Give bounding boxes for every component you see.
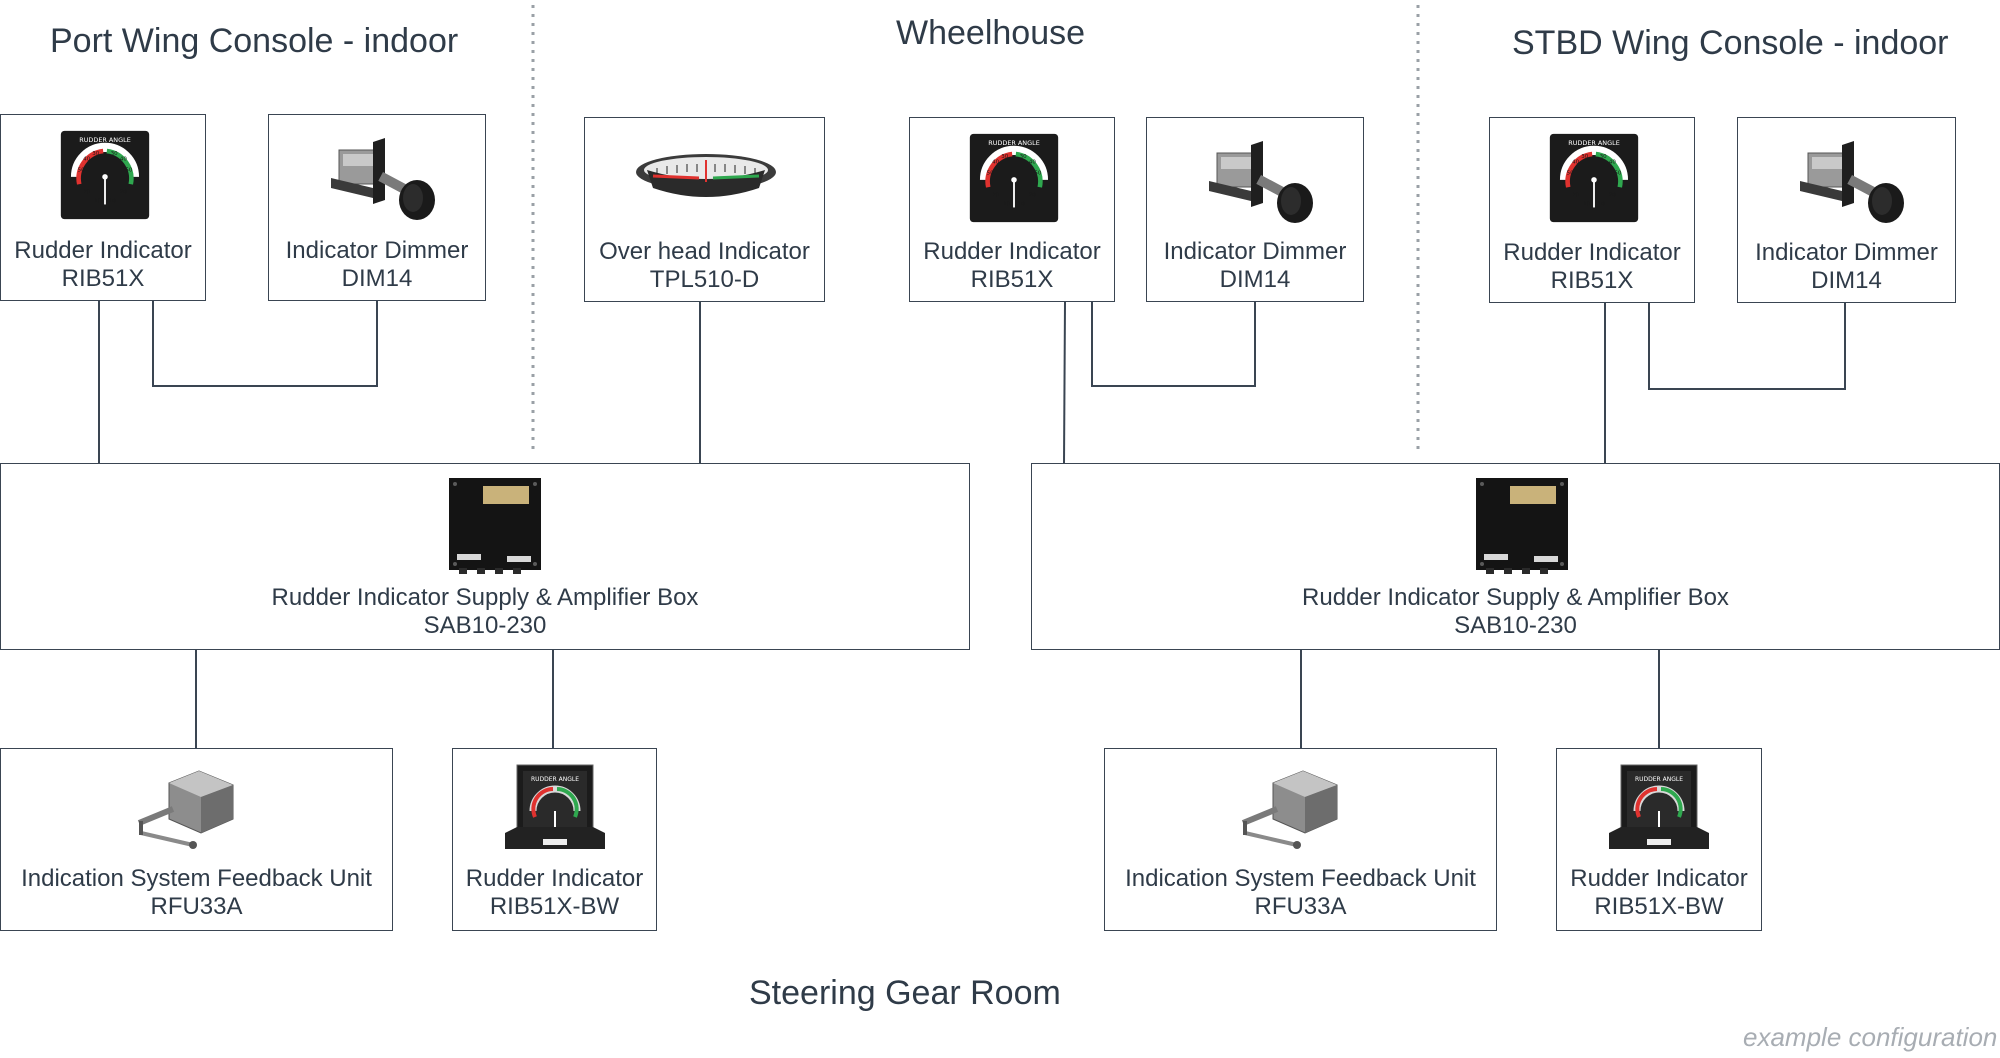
amplifier-box-icon bbox=[1476, 478, 1568, 574]
device-model: DIM14 bbox=[1219, 266, 1291, 293]
wire-port-rib-to-dim bbox=[152, 300, 378, 387]
svg-text:50: 50 bbox=[125, 167, 133, 173]
device-model: RIB51X bbox=[1550, 267, 1634, 294]
device-name: Rudder Indicator bbox=[14, 237, 192, 264]
svg-text:30: 30 bbox=[1600, 154, 1608, 160]
device-name: Indication System Feedback Unit bbox=[1125, 865, 1476, 892]
device-feedback-unit-right[interactable]: Indication System Feedback Unit RFU33A bbox=[1104, 748, 1497, 931]
svg-text:10: 10 bbox=[1598, 202, 1606, 208]
svg-text:10: 10 bbox=[94, 199, 102, 205]
feedback-unit-icon bbox=[137, 770, 234, 849]
device-model: SAB10-230 bbox=[423, 612, 547, 639]
device-supply-amplifier-box-left[interactable]: Rudder Indicator Supply & Amplifier Box … bbox=[0, 463, 970, 650]
overhead-gauge-icon bbox=[636, 154, 776, 197]
device-name: Indicator Dimmer bbox=[285, 237, 469, 264]
device-model: RIB51X-BW bbox=[1594, 893, 1724, 920]
svg-text:RUDDER ANGLE: RUDDER ANGLE bbox=[79, 136, 131, 144]
svg-text:40: 40 bbox=[1572, 159, 1580, 165]
svg-text:30: 30 bbox=[111, 151, 119, 157]
zone-title-steering: Steering Gear Room bbox=[749, 974, 1061, 1012]
device-name: Rudder Indicator bbox=[465, 865, 644, 892]
device-stbd-indicator-dimmer[interactable]: Indicator Dimmer DIM14 bbox=[1737, 117, 1956, 303]
svg-text:RUDDER ANGLE: RUDDER ANGLE bbox=[531, 776, 579, 783]
zone-title-stbd: STBD Wing Console - indoor bbox=[1512, 24, 1949, 62]
device-name: Indication System Feedback Unit bbox=[21, 865, 372, 892]
svg-text:20: 20 bbox=[1029, 192, 1037, 198]
zone-title-port: Port Wing Console - indoor bbox=[50, 22, 459, 60]
device-model: RIB51X bbox=[61, 265, 145, 292]
svg-text:40: 40 bbox=[83, 156, 91, 162]
svg-text:20: 20 bbox=[1572, 192, 1580, 198]
wire-wh-rib-to-sab-right bbox=[1063, 301, 1066, 464]
svg-text:10: 10 bbox=[1003, 202, 1011, 208]
zone-title-wheelhouse: Wheelhouse bbox=[896, 14, 1086, 52]
device-name: Rudder Indicator Supply & Amplifier Box bbox=[271, 584, 699, 611]
svg-text:20: 20 bbox=[1609, 192, 1617, 198]
svg-text:RUDDER ANGLE: RUDDER ANGLE bbox=[988, 139, 1040, 147]
svg-text:30: 30 bbox=[92, 151, 100, 157]
svg-text:40: 40 bbox=[120, 156, 128, 162]
dimmer-knob-icon bbox=[1209, 141, 1313, 223]
device-wheelhouse-indicator-dimmer[interactable]: Indicator Dimmer DIM14 bbox=[1146, 117, 1364, 302]
amplifier-box-icon bbox=[449, 478, 541, 574]
device-port-indicator-dimmer[interactable]: Indicator Dimmer DIM14 bbox=[268, 114, 486, 301]
device-model: RIB51X-BW bbox=[489, 893, 620, 920]
svg-text:20: 20 bbox=[83, 189, 91, 195]
device-model: RFU33A bbox=[1254, 893, 1347, 920]
svg-text:40: 40 bbox=[992, 159, 1000, 165]
device-model: RIB51X bbox=[970, 266, 1054, 293]
dimmer-knob-icon bbox=[1800, 141, 1904, 223]
device-model: SAB10-230 bbox=[1454, 612, 1577, 639]
device-name: Rudder Indicator Supply & Amplifier Box bbox=[1302, 584, 1729, 611]
device-feedback-unit-left[interactable]: Indication System Feedback Unit RFU33A bbox=[0, 748, 393, 931]
svg-text:50: 50 bbox=[1567, 170, 1575, 176]
wire-wh-rib-to-dim bbox=[1091, 302, 1256, 387]
device-model: RFU33A bbox=[150, 893, 243, 920]
svg-text:RUDDER ANGLE: RUDDER ANGLE bbox=[1568, 139, 1620, 147]
feedback-unit-icon bbox=[1241, 770, 1338, 849]
bracket-gauge-icon: RUDDER ANGLE bbox=[1609, 764, 1709, 849]
dimmer-knob-icon bbox=[331, 138, 435, 220]
svg-text:30: 30 bbox=[1020, 154, 1028, 160]
example-configuration-note: example configuration bbox=[1743, 1022, 1998, 1052]
svg-text:40: 40 bbox=[1029, 159, 1037, 165]
svg-text:RUDDER ANGLE: RUDDER ANGLE bbox=[1635, 776, 1683, 783]
svg-text:10: 10 bbox=[1583, 202, 1591, 208]
bracket-gauge-icon: RUDDER ANGLE bbox=[505, 764, 605, 849]
device-model: DIM14 bbox=[341, 265, 413, 292]
device-supply-amplifier-box-right[interactable]: Rudder Indicator Supply & Amplifier Box … bbox=[1031, 463, 2000, 650]
wire-stbd-rib-to-dim bbox=[1648, 303, 1846, 390]
device-name: Indicator Dimmer bbox=[1755, 239, 1938, 266]
svg-text:40: 40 bbox=[1609, 159, 1617, 165]
device-name: Rudder Indicator bbox=[923, 238, 1101, 265]
device-name: Rudder Indicator bbox=[1503, 239, 1681, 266]
device-name: Over head Indicator bbox=[599, 238, 810, 265]
svg-text:50: 50 bbox=[78, 167, 86, 173]
svg-text:50: 50 bbox=[1614, 170, 1622, 176]
device-rudder-indicator-bw-right[interactable]: RUDDER ANGLE Rudder Indicator RIB51X-BW bbox=[1556, 748, 1762, 931]
device-rudder-indicator-bw-left[interactable]: RUDDER ANGLE Rudder Indicator RIB51X-BW bbox=[452, 748, 657, 931]
svg-text:20: 20 bbox=[120, 189, 128, 195]
device-name: Rudder Indicator bbox=[1570, 865, 1748, 892]
device-name: Indicator Dimmer bbox=[1163, 238, 1347, 265]
svg-text:20: 20 bbox=[992, 192, 1000, 198]
svg-text:30: 30 bbox=[1001, 154, 1009, 160]
device-model: DIM14 bbox=[1811, 267, 1882, 294]
svg-text:10: 10 bbox=[1018, 202, 1026, 208]
svg-text:30: 30 bbox=[1581, 154, 1589, 160]
svg-text:50: 50 bbox=[987, 170, 995, 176]
device-overhead-indicator[interactable]: Over head Indicator TPL510-D bbox=[584, 117, 825, 302]
device-model: TPL510-D bbox=[649, 266, 760, 293]
svg-text:10: 10 bbox=[109, 199, 117, 205]
svg-text:50: 50 bbox=[1034, 170, 1042, 176]
